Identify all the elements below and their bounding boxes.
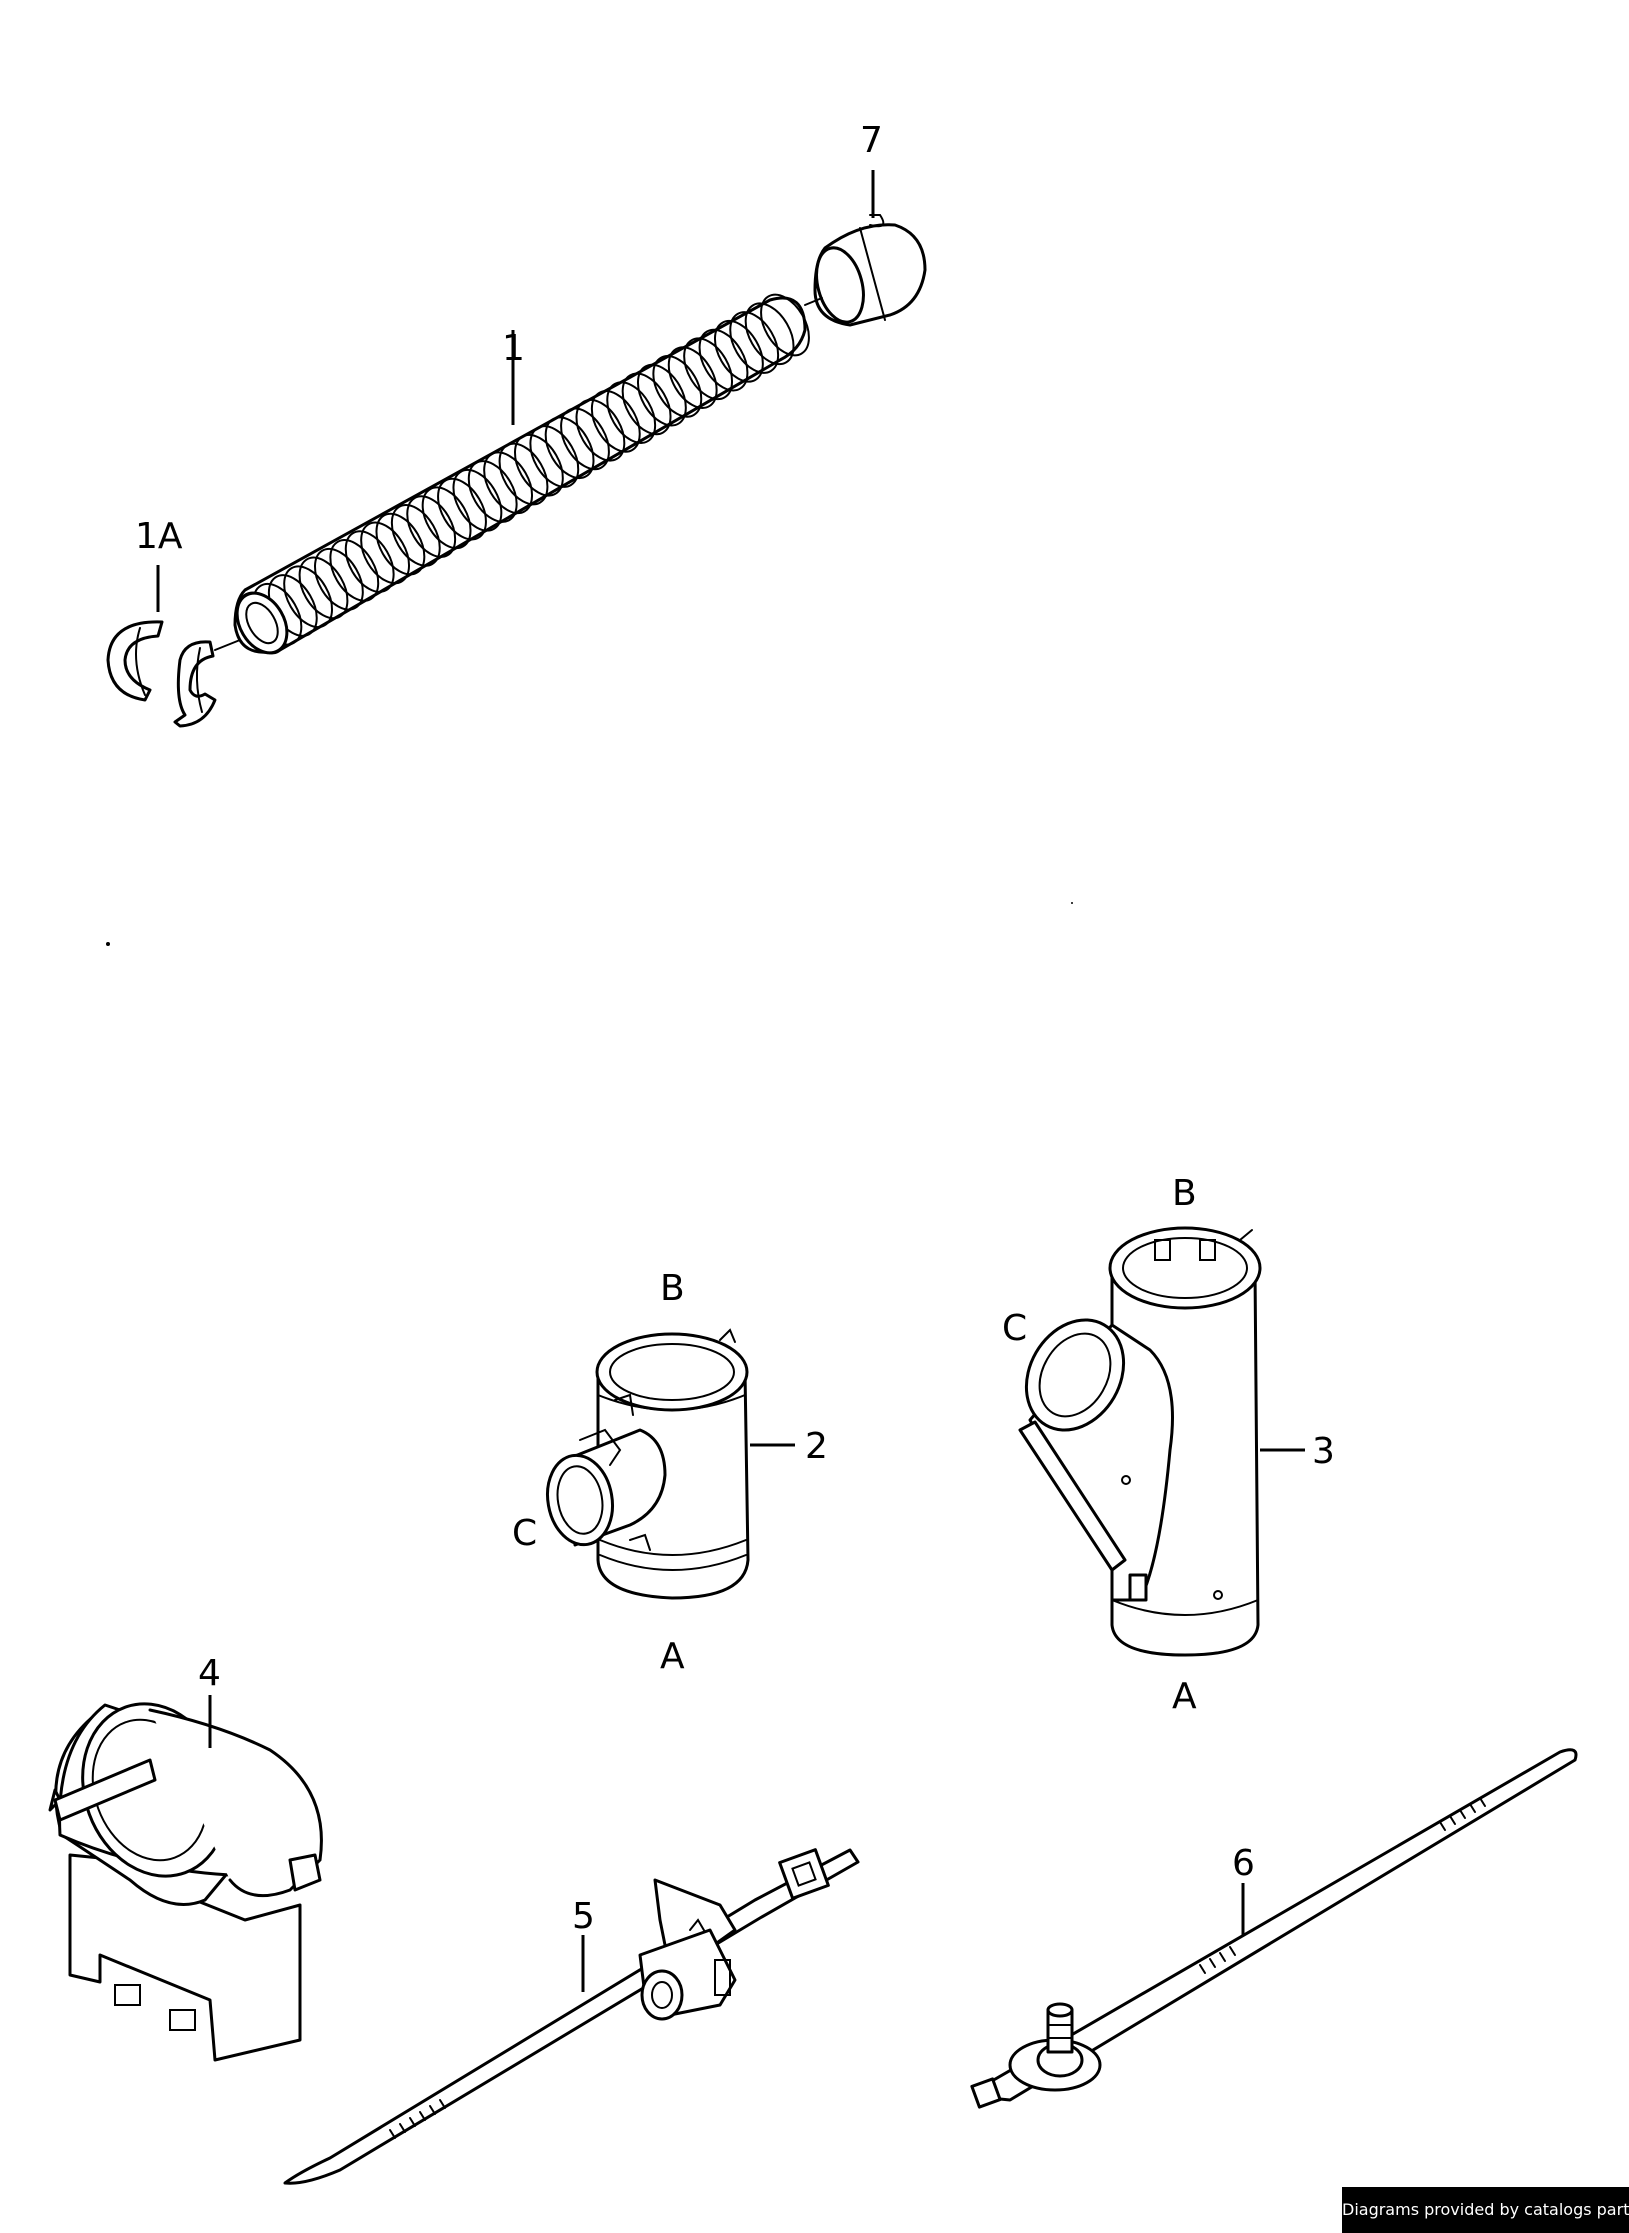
hose-rib [683,337,734,401]
cable-tie-with-clip [283,1848,860,2185]
hose-rib [298,556,349,620]
hose-rib [729,311,780,374]
hose-rib [652,355,703,418]
label-2: 2 [805,1426,828,1467]
hose-rib [467,460,518,523]
hose-clip [804,214,927,327]
port-c-2: C [512,1513,537,1554]
hose-rib [575,398,626,462]
hose-rib [313,547,364,611]
port-a-2: A [660,1636,685,1677]
port-a-3: A [1172,1676,1197,1717]
hose-rib [560,407,610,471]
hose-rib [606,381,657,444]
hose-rib [498,442,549,506]
hose-rib [390,504,441,567]
hose-rib [452,469,503,532]
hose-rib [513,433,564,497]
port-b-2: B [660,1268,685,1309]
hose-rib [421,486,472,550]
hose-rib [667,346,718,409]
pipe-holder [48,1702,323,2062]
port-c-3: C [1002,1308,1027,1349]
hose-rib [760,293,810,357]
hose-rib [744,302,795,366]
speck [106,942,110,946]
speck [1071,902,1073,904]
cable-tie-with-anchor [970,1748,1578,2109]
hose-rib [529,425,580,488]
hose-rib [698,328,749,392]
hose-rib [483,451,534,515]
hose-rib [360,521,411,585]
label-1: 1 [502,328,525,369]
label-4: 4 [198,1653,221,1694]
hose-rib [329,539,380,602]
label-5: 5 [572,1896,595,1937]
hose-rib [375,512,426,576]
t-connector [546,1328,750,1600]
clip-halves [106,620,241,728]
hose-rib [406,495,457,558]
label-3: 3 [1312,1431,1335,1472]
hose-rib [544,416,595,479]
y-connector [1018,1226,1262,1657]
hose-rib [621,372,672,436]
hose-rib [713,320,764,383]
hose-rib [437,477,487,541]
label-1a: 1A [135,516,183,557]
hose-rib [344,530,395,593]
label-7: 7 [860,120,883,161]
hose-rib [636,363,687,427]
port-b-3: B [1172,1173,1197,1214]
hose-rib [590,390,641,453]
credit-footer[interactable]: Diagrams provided by catalogs parts [1342,2187,1629,2233]
hose-rib [283,565,334,628]
label-6: 6 [1232,1843,1255,1884]
corrugated-hose [233,293,810,655]
